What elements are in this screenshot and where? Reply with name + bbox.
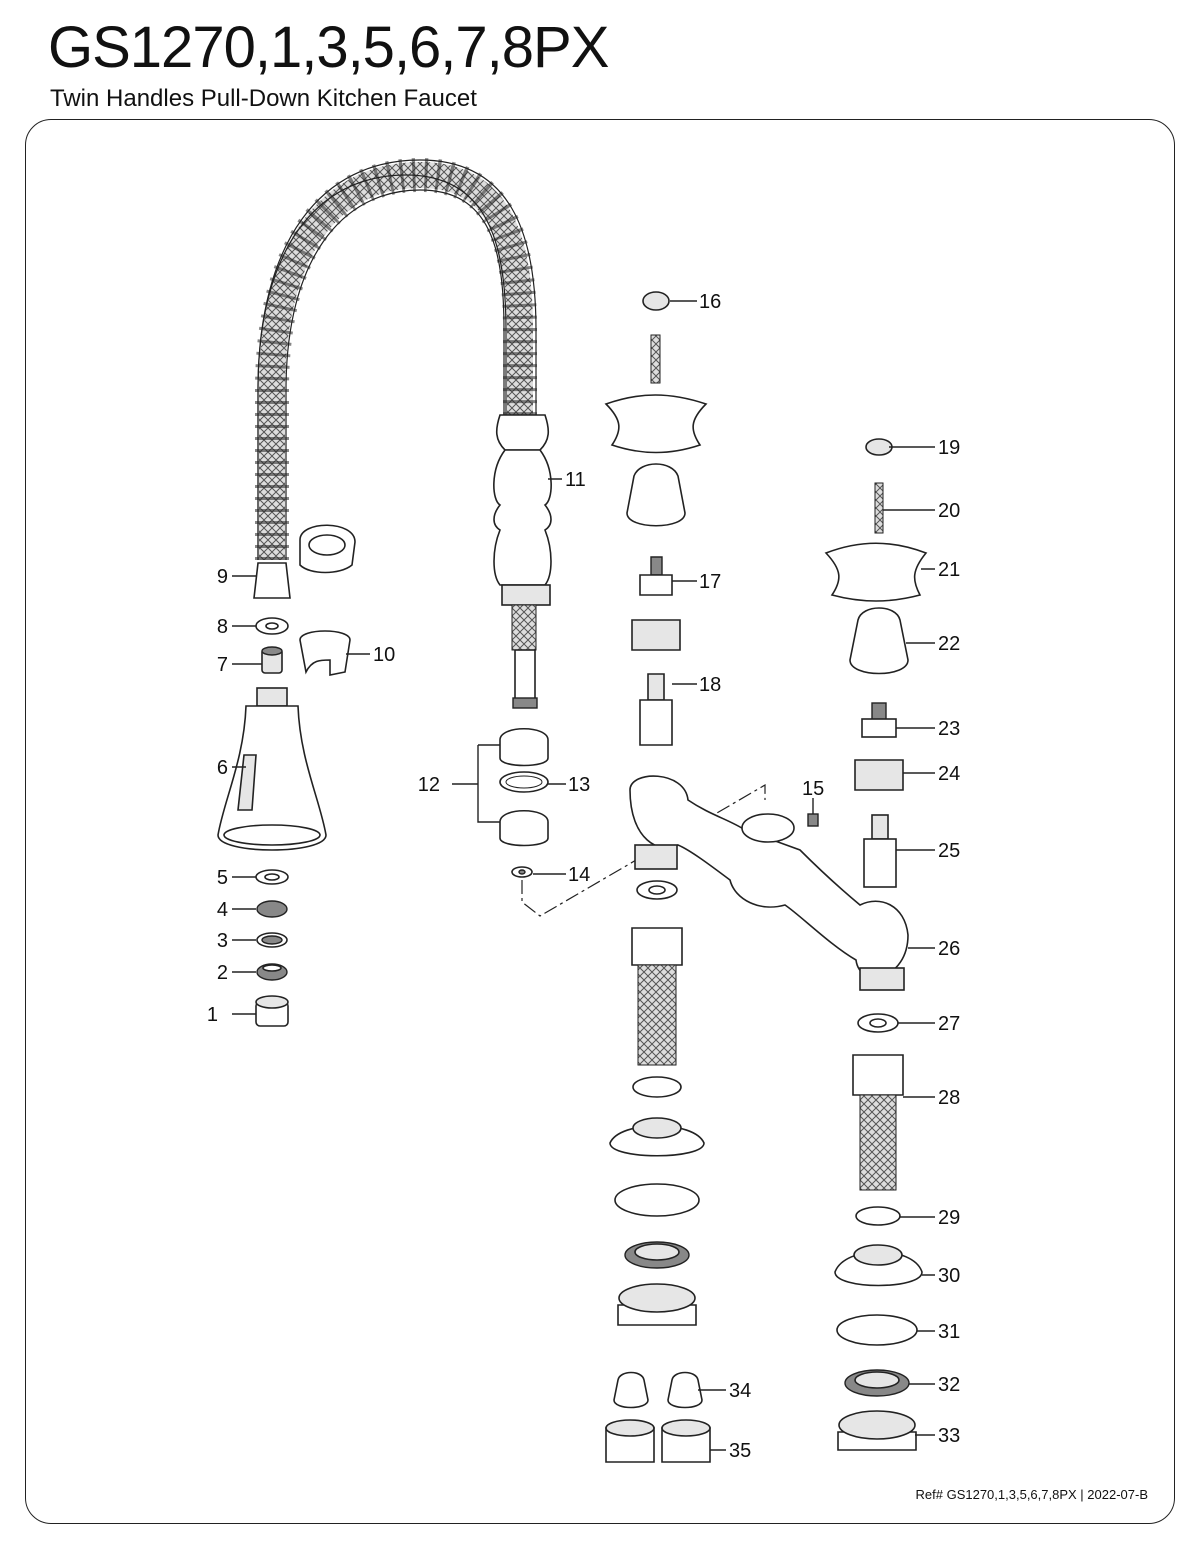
callout-6: 6 [217, 757, 228, 779]
callout-17: 17 [699, 571, 721, 593]
callout-26: 26 [938, 938, 960, 960]
hose-connector-part-9 [253, 562, 291, 599]
callout-8: 8 [217, 616, 228, 638]
callout-31: 31 [938, 1321, 960, 1343]
callout-13: 13 [568, 774, 590, 796]
callout-27: 27 [938, 1013, 960, 1035]
clip-part-10 [299, 630, 351, 676]
hose-hook-arm [299, 437, 507, 574]
faucet-bridge-body-part-26 [629, 775, 909, 991]
callout-16: 16 [699, 291, 721, 313]
callout-33: 33 [938, 1425, 960, 1447]
callout-19: 19 [938, 437, 960, 459]
callout-34: 34 [729, 1380, 751, 1402]
callout-32: 32 [938, 1374, 960, 1396]
callout-21: 21 [938, 559, 960, 581]
washer-part-8 [255, 617, 289, 635]
right-handle-assembly [824, 438, 928, 888]
callout-3: 3 [217, 930, 228, 952]
reference-code: Ref# GS1270,1,3,5,6,7,8PX | 2022-07-B [915, 1487, 1148, 1502]
left-supply-assembly [609, 880, 705, 1326]
callout-20: 20 [938, 500, 960, 522]
compression-fittings-parts-34-35 [605, 1371, 711, 1463]
callout-11: 11 [565, 469, 586, 491]
callout-14: 14 [568, 864, 590, 886]
page-title: GS1270,1,3,5,6,7,8PX [48, 15, 609, 80]
left-handle-assembly [604, 291, 708, 746]
callout-22: 22 [938, 633, 960, 655]
pull-down-spring-hose [255, 157, 537, 560]
callout-4: 4 [217, 899, 228, 921]
callout-15: 15 [802, 778, 824, 800]
aerator-stack-parts-1-5 [255, 869, 289, 1027]
right-supply-assembly [834, 1013, 923, 1451]
callout-5: 5 [217, 867, 228, 889]
callout-10: 10 [373, 644, 395, 666]
spring-holder-part-11 [493, 414, 552, 709]
callout-7: 7 [217, 654, 228, 676]
callout-23: 23 [938, 718, 960, 740]
callout-28: 28 [938, 1087, 960, 1109]
diagram-frame [25, 119, 1175, 1524]
callout-labels: 1 2 3 4 5 6 7 8 9 10 11 12 13 14 15 16 1… [207, 291, 960, 1462]
clip-set-parts-12-14 [452, 728, 766, 917]
callout-30: 30 [938, 1265, 960, 1287]
callout-35: 35 [729, 1440, 751, 1462]
callout-2: 2 [217, 962, 228, 984]
spray-head-part-6 [217, 687, 327, 851]
callout-24: 24 [938, 763, 960, 785]
callout-9: 9 [217, 566, 228, 588]
page-subtitle: Twin Handles Pull-Down Kitchen Faucet [50, 85, 477, 112]
connector-part-7 [261, 646, 283, 674]
callout-29: 29 [938, 1207, 960, 1229]
callout-18: 18 [699, 674, 721, 696]
callout-1: 1 [207, 1004, 218, 1026]
callout-12: 12 [418, 774, 440, 796]
callout-leaders [232, 300, 935, 1451]
callout-25: 25 [938, 840, 960, 862]
